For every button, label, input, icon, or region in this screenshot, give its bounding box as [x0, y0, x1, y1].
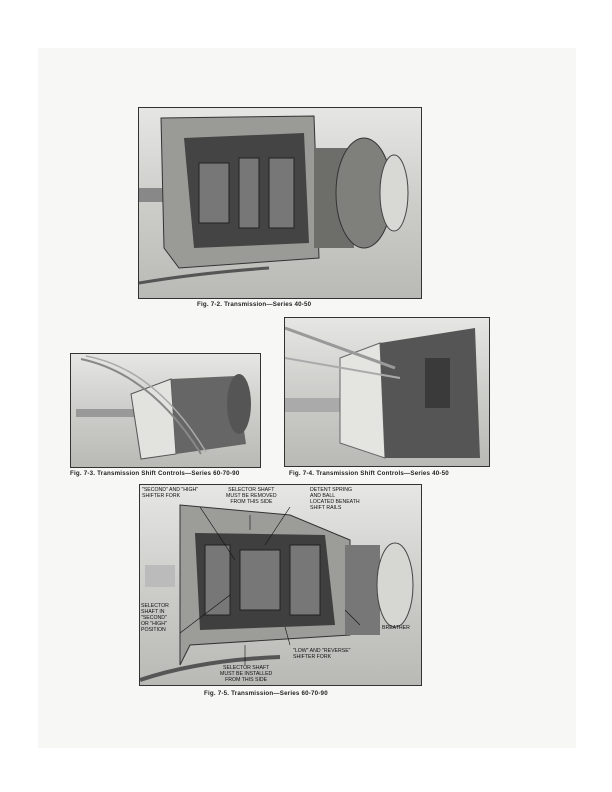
callout-selector-shaft-installed: SELECTOR SHAFT MUST BE INSTALLED FROM TH…: [220, 665, 273, 683]
figure-7-5-caption: Fig. 7-5. Transmission—Series 60-70-90: [204, 690, 328, 697]
callout-detent-spring: DETENT SPRING AND BALL LOCATED BENEATH S…: [310, 487, 360, 511]
figure-7-2-photo: [138, 107, 422, 299]
transmission-illustration: [140, 504, 414, 682]
figure-7-3-caption: Fig. 7-3. Transmission Shift Controls—Se…: [70, 470, 240, 477]
figure-7-4-caption: Fig. 7-4. Transmission Shift Controls—Se…: [289, 470, 449, 477]
callout-breather: BREATHER: [382, 625, 410, 631]
figure-7-3-photo: [70, 353, 261, 468]
transmission-illustration: [285, 326, 480, 459]
callout-second-high-shifter-fork: "SECOND" AND "HIGH" SHIFTER FORK: [142, 487, 199, 499]
figure-7-5-photo: "SECOND" AND "HIGH" SHIFTER FORK SELECTO…: [139, 484, 422, 686]
callout-low-reverse-shifter-fork: "LOW" AND "REVERSE" SHIFTER FORK: [293, 648, 351, 660]
callout-selector-shaft-removed: SELECTOR SHAFT MUST BE REMOVED FROM THIS…: [226, 487, 277, 505]
transmission-illustration: [139, 115, 409, 285]
transmission-illustration: [76, 355, 251, 460]
callout-selector-shaft-position: SELECTOR SHAFT IN "SECOND" OR "HIGH" POS…: [141, 603, 169, 633]
figure-7-4-photo: [284, 317, 490, 467]
figure-7-2-caption: Fig. 7-2. Transmission—Series 40-50: [197, 301, 312, 308]
